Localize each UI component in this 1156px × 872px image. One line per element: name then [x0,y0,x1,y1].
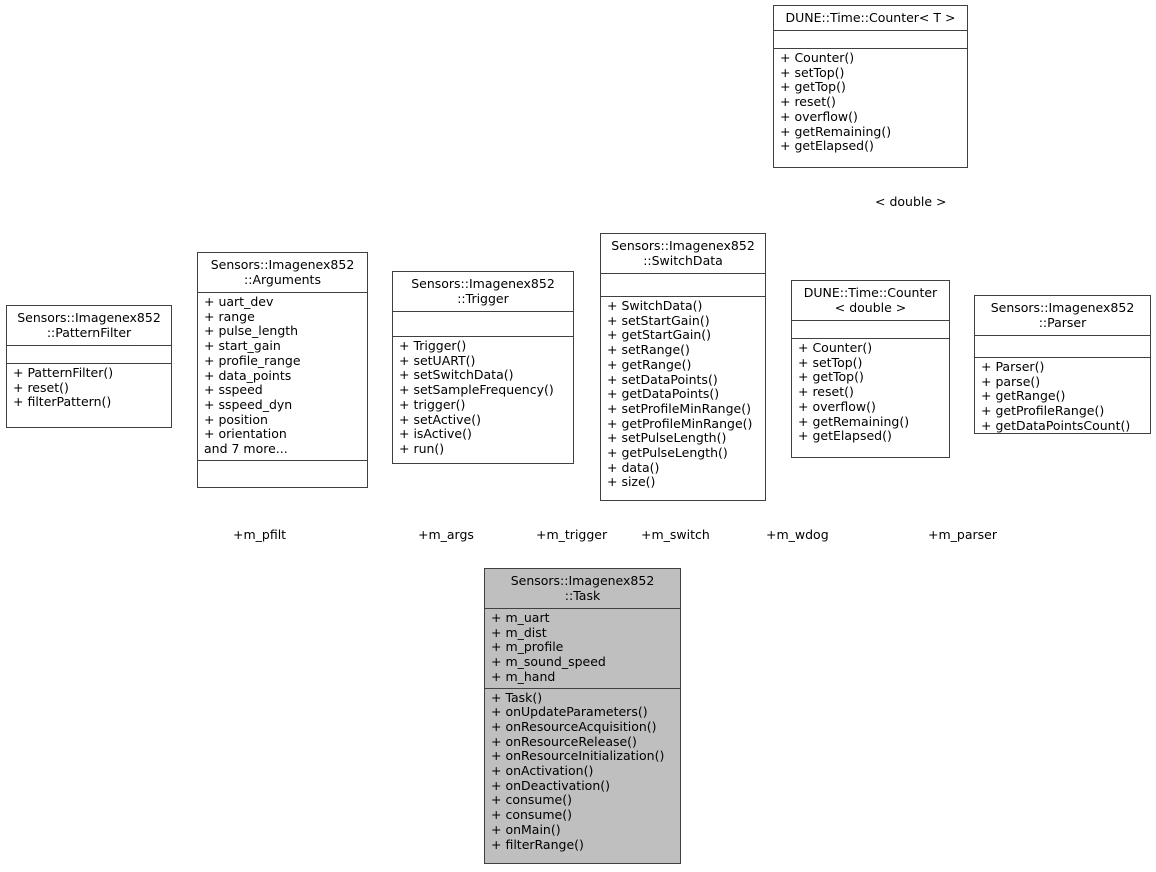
class-attributes-arguments: + uart_dev + range + pulse_length + star… [198,293,367,461]
edge-label-m-args: +m_args [418,527,474,542]
class-title-task: Sensors::Imagenex852 ::Task [485,569,680,609]
class-attributes-switch-data [601,274,765,297]
class-box-trigger[interactable]: Sensors::Imagenex852 ::Trigger + Trigger… [392,271,574,464]
class-attributes-parser [975,336,1150,358]
class-attributes-trigger [393,312,573,337]
class-box-task[interactable]: Sensors::Imagenex852 ::Task + m_uart + m… [484,568,681,864]
class-title-parser: Sensors::Imagenex852 ::Parser [975,296,1150,336]
class-attributes-task: + m_uart + m_dist + m_profile + m_sound_… [485,609,680,689]
class-box-switch-data[interactable]: Sensors::Imagenex852 ::SwitchData + Swit… [600,233,766,501]
class-title-arguments: Sensors::Imagenex852 ::Arguments [198,253,367,293]
class-title-counter-t: DUNE::Time::Counter< T > [774,6,967,31]
class-attributes-counter-t [774,31,967,49]
class-methods-parser: + Parser() + parse() + getRange() + getP… [981,359,1131,433]
class-methods-counter-double: + Counter() + setTop() + getTop() + rese… [798,340,910,444]
edge-label-m-pfilt: +m_pfilt [233,527,287,542]
class-methods-task: + Task() + onUpdateParameters() + onReso… [491,689,665,852]
class-box-pattern-filter[interactable]: Sensors::Imagenex852 ::PatternFilter + P… [6,305,172,428]
class-title-trigger: Sensors::Imagenex852 ::Trigger [393,272,573,312]
class-title-counter-double: DUNE::Time::Counter < double > [792,281,949,321]
class-box-counter-t[interactable]: DUNE::Time::Counter< T > + Counter() + s… [773,5,968,168]
class-title-pattern-filter: Sensors::Imagenex852 ::PatternFilter [7,306,171,346]
class-methods-pattern-filter: + PatternFilter() + reset() + filterPatt… [13,365,114,410]
class-box-arguments[interactable]: Sensors::Imagenex852 ::Arguments + uart_… [197,252,368,488]
class-methods-arguments [198,461,367,489]
class-methods-counter-t: + Counter() + setTop() + getTop() + rese… [780,50,892,154]
class-box-parser[interactable]: Sensors::Imagenex852 ::Parser + Parser()… [974,295,1151,434]
class-methods-switch-data: + SwitchData() + setStartGain() + getSta… [607,298,753,490]
edge-label-inheritance-template: < double > [875,194,947,209]
edge-label-m-parser: +m_parser [928,527,997,542]
class-methods-trigger: + Trigger() + setUART() + setSwitchData(… [399,338,554,456]
class-attributes-pattern-filter [7,346,171,364]
edge-label-m-switch: +m_switch [641,527,710,542]
class-box-counter-double[interactable]: DUNE::Time::Counter < double > + Counter… [791,280,950,458]
class-title-switch-data: Sensors::Imagenex852 ::SwitchData [601,234,765,274]
edge-label-m-trigger: +m_trigger [536,527,608,542]
class-attributes-counter-double [792,321,949,339]
edge-label-m-wdog: +m_wdog [766,527,829,542]
